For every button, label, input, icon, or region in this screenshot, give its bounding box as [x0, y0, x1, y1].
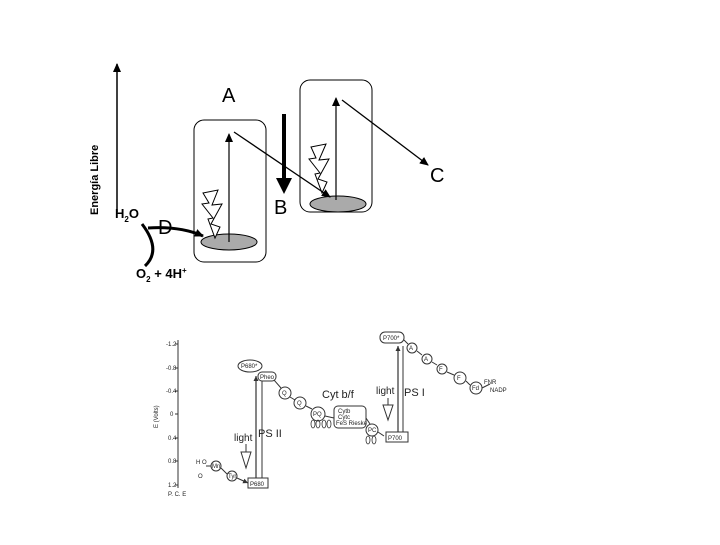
fab-node: [453, 371, 467, 385]
zs-axis-label: E (Volts): [154, 405, 160, 428]
ps2-light-label: light: [234, 433, 253, 444]
p680-label: P680: [250, 482, 265, 488]
ps1-chain-path: [403, 339, 491, 389]
pc-label: PC: [368, 428, 377, 434]
water-oxidation-path: [206, 465, 248, 483]
a0-node: [406, 342, 418, 354]
zs-tick: 0: [170, 412, 174, 418]
water-label: H2O: [115, 206, 139, 224]
photosystem-ii-box: [193, 119, 267, 263]
lightning-icon: [308, 143, 330, 195]
zs-tick: -0.8: [166, 366, 177, 372]
pheo-box: [257, 371, 277, 382]
pc-to-p700-path: [365, 417, 385, 437]
oxygen-label: O2 + 4H+: [136, 266, 187, 284]
ps1-reaction-center: [309, 195, 367, 213]
electron-transfer-arrow-c: [341, 99, 429, 166]
cyt-box-line: Cytc: [338, 415, 350, 421]
zs-tick: -1.2: [166, 342, 177, 348]
p680-star-label: P680*: [241, 364, 258, 370]
pheo-label: Pheo: [260, 375, 275, 381]
cyt-box-line: FeS Rieske: [336, 421, 368, 427]
pq-label: PQ: [313, 412, 322, 418]
p700-star-label: P700*: [383, 336, 400, 342]
label-a: A: [222, 85, 236, 107]
energy-diagram: Energía Libre A B C D H2O O2 + 4H+: [89, 63, 444, 284]
a0-label: A: [409, 346, 413, 352]
mn-label: Mn: [212, 464, 220, 470]
qb-node: [293, 396, 307, 410]
proton-icon: [365, 435, 377, 445]
zs-ticks: [175, 343, 178, 486]
tyr-node: [226, 470, 238, 482]
nadp-label: NADP: [490, 388, 507, 394]
zs-o2-label: O: [198, 474, 203, 480]
cyt-bf-label: Cyt b/f: [322, 389, 355, 401]
z-scheme: -1.2 -0.8 -0.4 0 0.4 0.8 1.2 E (Volts) P…: [154, 331, 507, 498]
water-split-curve: [140, 223, 155, 268]
cyt-box: [333, 405, 367, 429]
cyt-box-line: Cytb: [338, 409, 351, 415]
zs-tick: 0.4: [168, 436, 177, 442]
tyr-label: Tyr: [228, 474, 236, 480]
p700-star-node: [379, 331, 405, 344]
zs-footer: P. C. E: [168, 492, 186, 498]
label-c: C: [430, 165, 444, 187]
ps1-label: PS I: [404, 387, 425, 399]
ps1-light-label: light: [376, 386, 395, 397]
ps2-chain-path: [273, 379, 335, 419]
qb-label: Q: [297, 401, 302, 407]
p700-box: [385, 431, 409, 443]
qa-label: Q: [282, 391, 287, 397]
fd-label: Fd: [472, 386, 479, 392]
p680-star-node: [237, 359, 263, 373]
zs-tick: 0.8: [168, 459, 177, 465]
pq-node: [310, 406, 326, 422]
ps2-photon-icon: [240, 451, 252, 470]
zs-tick: 1.2: [168, 483, 177, 489]
fx-label: F: [439, 367, 443, 373]
energy-drop-arrowhead: [276, 178, 292, 194]
proton-icon: [310, 419, 332, 429]
zs-h2o-label: H O: [196, 460, 207, 466]
energy-axis-label: Energía Libre: [89, 145, 101, 215]
ps1-photon-icon: [382, 404, 394, 422]
label-b: B: [274, 197, 287, 219]
water-to-ps2-arrow: [147, 226, 204, 238]
a1-node: [421, 353, 433, 365]
pc-node: [365, 423, 379, 437]
ps2-label: PS II: [258, 428, 282, 440]
a1-label: A: [424, 357, 428, 363]
fx-node: [436, 363, 448, 375]
fnr-label: FNR: [484, 380, 497, 386]
p700-label: P700: [388, 436, 403, 442]
fab-label: F: [457, 376, 461, 382]
qa-node: [278, 386, 292, 400]
zs-tick: -0.4: [166, 389, 177, 395]
lightning-icon: [201, 189, 223, 240]
